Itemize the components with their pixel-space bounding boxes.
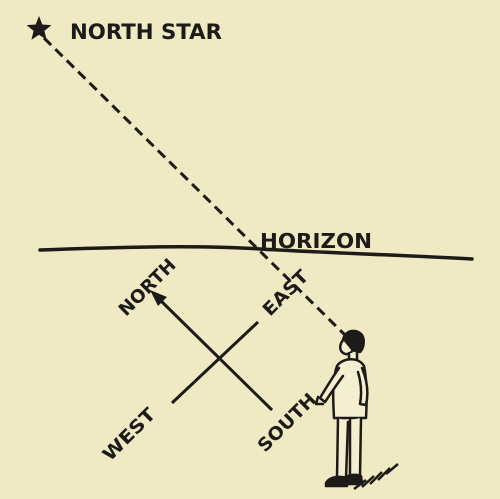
east-label: EAST <box>259 266 314 321</box>
north-arrowhead-icon <box>150 290 167 306</box>
south-label: SOUTH <box>254 389 321 456</box>
observer-icon <box>314 329 369 488</box>
north-star-label: NORTH STAR <box>70 20 222 44</box>
horizon-label: HORIZON <box>260 229 372 253</box>
sight-line <box>42 36 348 338</box>
north-south-line <box>155 295 274 412</box>
ground-shadow <box>353 463 399 490</box>
east-west-line <box>170 320 260 405</box>
west-label: WEST <box>99 403 161 465</box>
north-star-icon <box>26 16 52 40</box>
horizon-line <box>38 245 474 261</box>
